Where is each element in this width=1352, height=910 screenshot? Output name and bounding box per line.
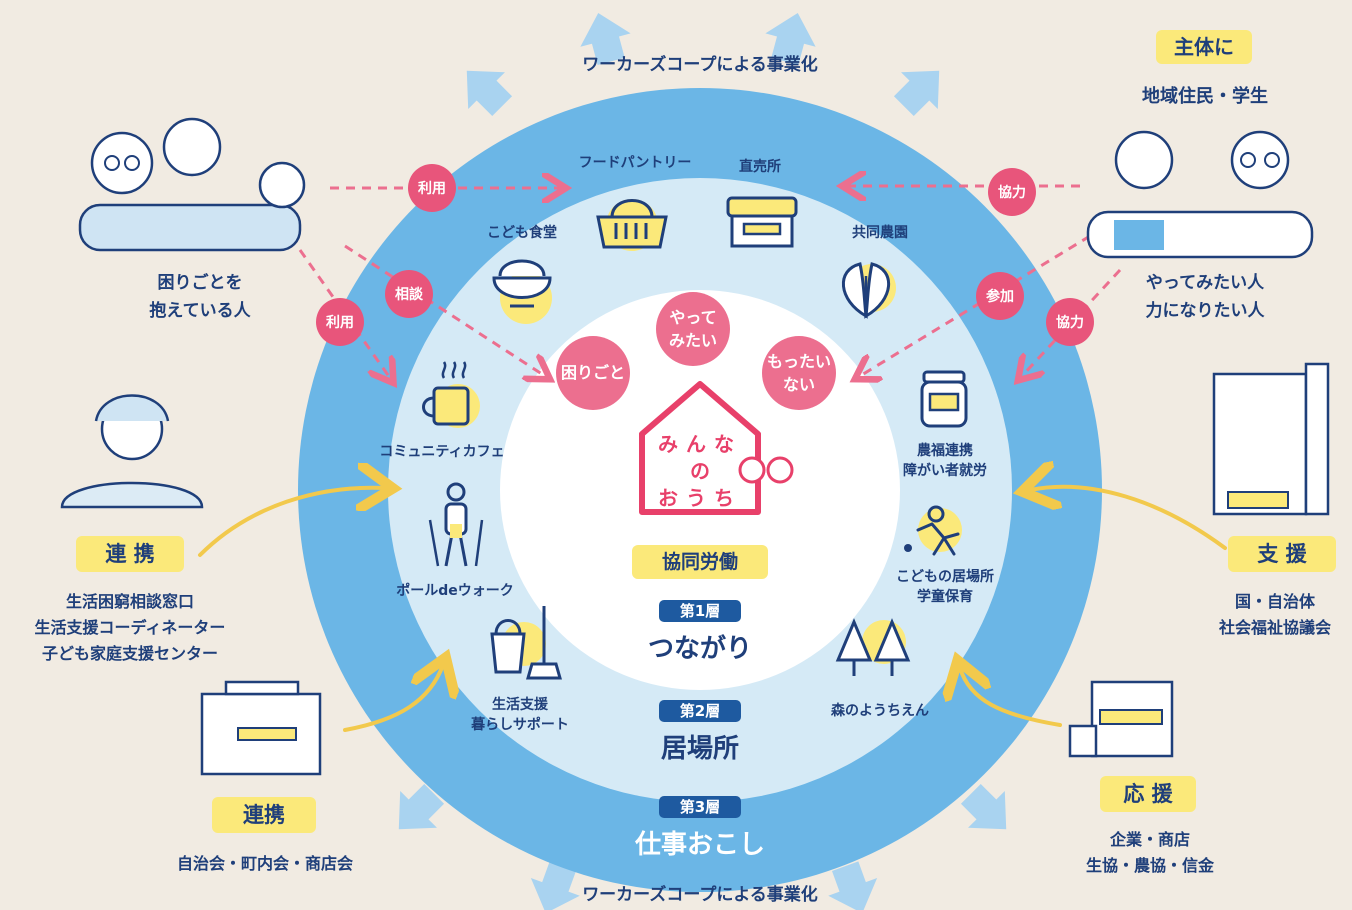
kids-place-label-2: 学童保育 bbox=[917, 589, 973, 605]
layer-2-title: 居場所 bbox=[660, 734, 739, 764]
young-residents-illustration bbox=[1086, 130, 1314, 259]
shop-icon bbox=[726, 196, 798, 248]
business-label: 企業・商店 bbox=[1109, 830, 1190, 849]
food-pantry-label: フードパントリー bbox=[578, 155, 692, 171]
join-badge-text: 参加 bbox=[986, 289, 1014, 305]
residents-students-label: 地域住民・学生 bbox=[1142, 86, 1268, 107]
social-welfare-label: 社会福祉協議会 bbox=[1218, 618, 1331, 637]
minna-no-ouchi-logo bbox=[639, 381, 794, 515]
kids-place-label-1: こどもの居場所 bbox=[896, 569, 994, 585]
bubble-mottainai-line1: もったい bbox=[766, 351, 831, 371]
renkei-line-1: 生活困窮相談窓口 bbox=[65, 592, 194, 611]
life-support-label-1: 生活支援 bbox=[492, 697, 548, 713]
bubble-mottainai: もったい ない bbox=[762, 336, 836, 410]
layer-3-badge: 第3層 bbox=[659, 796, 741, 818]
join-badge: 参加 bbox=[976, 272, 1024, 320]
forest-kinder-label: 森のようちえん bbox=[831, 703, 929, 719]
want-to-help-label: 力になりたい人 bbox=[1145, 301, 1265, 321]
renkei-tag-2: 連携 bbox=[212, 797, 316, 833]
kyodo-rodo-tag: 協同労働 bbox=[632, 545, 768, 579]
community-cafe-label: コミュニティカフェ bbox=[379, 444, 505, 460]
cooperate-badge-1: 協力 bbox=[988, 168, 1036, 216]
cooperate-badge-2: 協力 bbox=[1046, 298, 1094, 346]
agri-welfare-label-2: 障がい者就労 bbox=[903, 463, 987, 479]
government-label: 国・自治体 bbox=[1234, 592, 1315, 611]
bubble-yattemitai-line2: みたい bbox=[668, 331, 717, 350]
bottom-banner: ワーカーズコープによる事業化 bbox=[582, 885, 818, 905]
vegetable-icon bbox=[842, 262, 896, 319]
layer-1-badge: 第1層 bbox=[659, 600, 741, 622]
basket-icon bbox=[596, 199, 668, 251]
shop-building-icon bbox=[1068, 680, 1174, 758]
cooperate-badge-2-text: 協力 bbox=[1056, 315, 1084, 331]
consult-badge: 相談 bbox=[385, 270, 433, 318]
bubble-mottainai-line2: ない bbox=[782, 375, 815, 394]
ouen-tag: 応 援 bbox=[1100, 776, 1196, 812]
top-banner: ワーカーズコープによる事業化 bbox=[582, 55, 818, 75]
bubble-komarigoto-text: 困りごと bbox=[560, 362, 625, 382]
coffee-cup-icon bbox=[422, 361, 480, 428]
logo-text-2: の bbox=[690, 459, 710, 483]
agri-welfare-label-1: 農福連携 bbox=[917, 443, 973, 459]
cooperate-badge-1-text: 協力 bbox=[998, 185, 1026, 201]
bubble-yattemitai: やって みたい bbox=[656, 292, 730, 366]
consultant-woman-illustration bbox=[60, 394, 204, 509]
shutai-ni-tag: 主体に bbox=[1156, 30, 1252, 64]
pole-walker-icon bbox=[428, 482, 484, 567]
shared-farm-label: 共同農園 bbox=[852, 225, 908, 241]
renkei-line-2: 生活支援コーディネーター bbox=[34, 618, 226, 637]
renkei-tag-1: 連 携 bbox=[76, 536, 184, 572]
logo-text-3: おうち bbox=[658, 486, 742, 510]
shien-tag: 支 援 bbox=[1228, 536, 1336, 572]
government-building-icon bbox=[1212, 362, 1330, 516]
rice-bowl-icon bbox=[492, 259, 552, 324]
elderly-family-illustration bbox=[78, 117, 306, 252]
direct-store-label: 直売所 bbox=[739, 159, 781, 175]
use-badge-1: 利用 bbox=[408, 164, 456, 212]
bubble-komarigoto: 困りごと bbox=[556, 336, 630, 410]
use-badge-2: 利用 bbox=[316, 298, 364, 346]
bucket-broom-icon bbox=[490, 606, 562, 680]
jar-icon bbox=[920, 370, 968, 428]
trees-icon bbox=[835, 618, 911, 676]
logo-text-1: みんな bbox=[658, 432, 742, 456]
use-badge-2-text: 利用 bbox=[326, 315, 354, 331]
outward-arrows bbox=[398, 13, 1007, 910]
running-child-icon bbox=[904, 505, 962, 556]
consult-badge-text: 相談 bbox=[395, 287, 423, 303]
bubble-yattemitai-line1: やって bbox=[669, 307, 717, 327]
yellow-arrows bbox=[198, 487, 1227, 732]
neighborhood-assoc-label: 自治会・町内会・商店会 bbox=[176, 854, 353, 873]
renkei-line-3: 子ども家庭支援センター bbox=[41, 644, 218, 663]
use-badge-1-text: 利用 bbox=[418, 181, 446, 197]
coop-label: 生協・農協・信金 bbox=[1085, 856, 1214, 875]
want-to-try-label: やってみたい人 bbox=[1145, 273, 1265, 293]
troubled-people-label-1: 困りごとを bbox=[157, 273, 243, 293]
troubled-people-label-2: 抱えている人 bbox=[149, 301, 251, 321]
layer-1-title: つながり bbox=[647, 634, 752, 664]
layer-3-title: 仕事おこし bbox=[634, 830, 765, 860]
kids-cafeteria-label: こども食堂 bbox=[487, 225, 557, 241]
pole-walk-label: ポールdeウォーク bbox=[396, 583, 514, 599]
layer-2-badge: 第2層 bbox=[659, 700, 741, 722]
community-hall-icon bbox=[200, 680, 322, 776]
life-support-label-2: 暮らしサポート bbox=[471, 717, 569, 733]
